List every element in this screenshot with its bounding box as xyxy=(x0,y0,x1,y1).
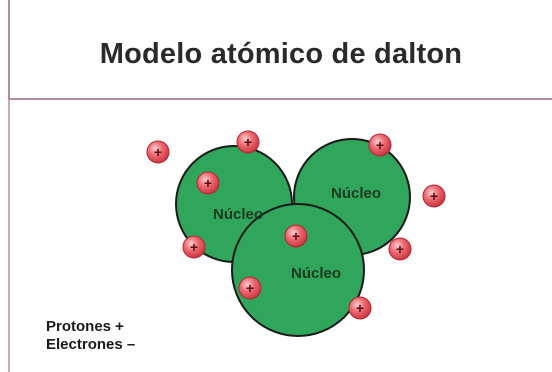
title-bar: Modelo atómico de dalton xyxy=(8,0,552,100)
proton-particle: + xyxy=(182,235,206,259)
proton-particle: + xyxy=(196,171,220,195)
proton-circle xyxy=(348,296,372,320)
nucleus-bottom xyxy=(231,203,365,337)
proton-circle xyxy=(196,171,220,195)
proton-plus-sign: + xyxy=(376,137,384,153)
proton-particle: + xyxy=(422,184,446,208)
proton-circle xyxy=(182,235,206,259)
proton-circle xyxy=(236,130,260,154)
legend-electrons: Electrones – xyxy=(46,336,136,353)
legend-protons: Protones + xyxy=(46,318,124,335)
proton-plus-sign: + xyxy=(292,228,300,244)
proton-circle xyxy=(146,140,170,164)
content-border xyxy=(8,100,10,372)
proton-plus-sign: + xyxy=(356,300,364,316)
nucleus-label-right: Núcleo xyxy=(331,185,381,202)
legend: Protones + Electrones – xyxy=(46,318,135,354)
proton-plus-sign: + xyxy=(430,188,438,204)
proton-plus-sign: + xyxy=(246,280,254,296)
proton-particle: + xyxy=(348,296,372,320)
proton-circle xyxy=(284,224,308,248)
proton-plus-sign: + xyxy=(204,175,212,191)
proton-circle xyxy=(388,237,412,261)
proton-particle: + xyxy=(284,224,308,248)
proton-plus-sign: + xyxy=(190,239,198,255)
proton-particle: + xyxy=(238,276,262,300)
proton-particle: + xyxy=(236,130,260,154)
nucleus-label-bottom: Núcleo xyxy=(291,265,341,282)
proton-plus-sign: + xyxy=(396,241,404,257)
proton-plus-sign: + xyxy=(154,144,162,160)
proton-particle: + xyxy=(146,140,170,164)
proton-circle xyxy=(368,133,392,157)
proton-circle xyxy=(422,184,446,208)
proton-particle: + xyxy=(388,237,412,261)
slide-title: Modelo atómico de dalton xyxy=(99,38,463,70)
proton-particles: + + + + + + + + + + xyxy=(146,130,446,320)
proton-particle: + xyxy=(368,133,392,157)
nucleus-label-left: Núcleo xyxy=(213,206,263,223)
proton-circle xyxy=(238,276,262,300)
proton-plus-sign: + xyxy=(244,134,252,150)
